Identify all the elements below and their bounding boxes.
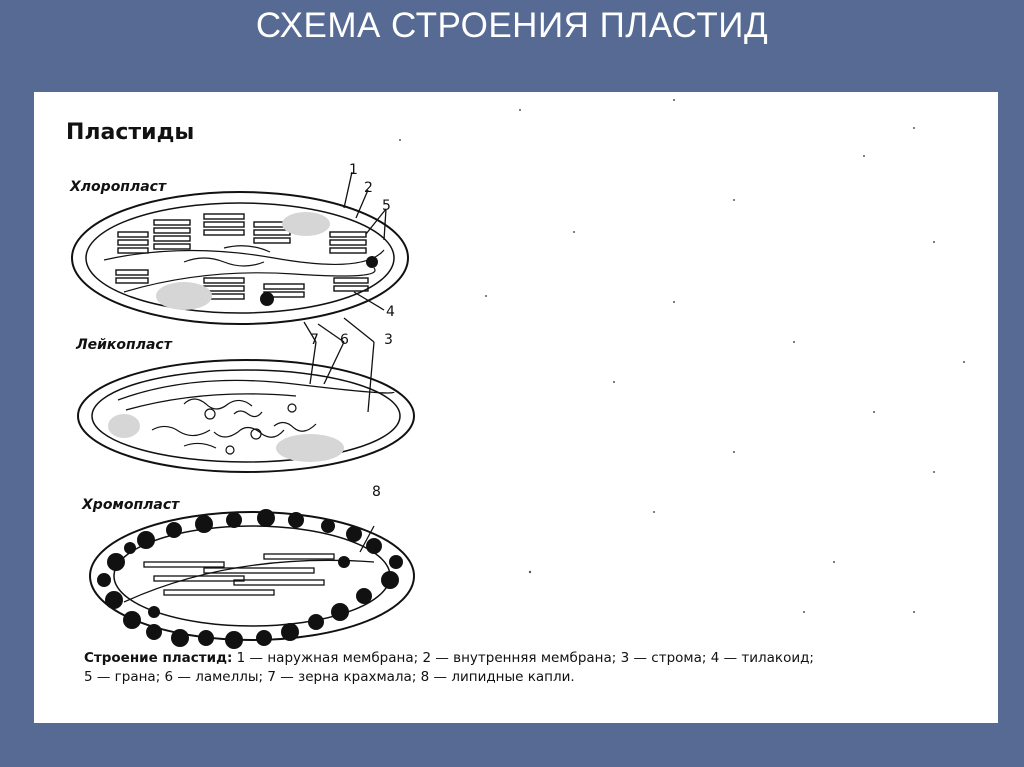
callout-1: 1 [349, 162, 358, 178]
callout-8: 8 [372, 484, 381, 500]
lipid-droplets [97, 509, 403, 649]
label-leucoplast: Лейкопласт [76, 337, 172, 353]
chromoplast [89, 509, 415, 649]
callout-4: 4 [386, 304, 395, 320]
chloroplast [71, 191, 409, 325]
callout-3: 3 [384, 332, 393, 348]
starch-grain [156, 282, 212, 310]
starch-grain [108, 414, 140, 438]
caption-title: Строение пластид: [84, 650, 233, 666]
leucoplast-outer-membrane [77, 359, 415, 473]
slide-title: СХЕМА СТРОЕНИЯ ПЛАСТИД [255, 6, 769, 45]
figure-heading: Пластиды [66, 120, 195, 145]
lipid-droplet [260, 292, 274, 306]
scan-specks [399, 99, 965, 613]
callout-6: 6 [340, 332, 349, 348]
chromoplast-lamellae [123, 553, 375, 603]
chloroplast-inner-membrane [85, 202, 395, 314]
figure-caption: Строение пластид: 1 — наружная мембрана;… [84, 649, 984, 687]
callout-5: 5 [382, 198, 391, 214]
starch-grain [282, 212, 330, 236]
leucoplast-inner-structures [151, 398, 317, 455]
callout-7: 7 [310, 332, 319, 348]
lipid-droplet [366, 256, 378, 268]
lamellae [103, 245, 385, 293]
leucoplast [77, 359, 415, 473]
label-chloroplast: Хлоропласт [70, 179, 167, 195]
caption-line-2: 5 — грана; 6 — ламеллы; 7 — зерна крахма… [84, 669, 575, 685]
chloroplast-outer-membrane [71, 191, 409, 325]
figure-panel: Пластиды Хлоропласт Лейкопласт Хромоплас… [34, 92, 998, 723]
callout-2: 2 [364, 180, 373, 196]
leucoplast-inner-membrane [91, 369, 401, 463]
caption-line-1: 1 — наружная мембрана; 2 — внутренняя ме… [232, 650, 814, 666]
label-chromoplast: Хромопласт [82, 497, 180, 513]
chromoplast-outer-membrane [89, 511, 415, 641]
plastid-diagram: 1 2 5 4 7 6 3 8 [71, 99, 965, 649]
starch-grain [276, 434, 344, 462]
grana-stacks [115, 213, 369, 300]
